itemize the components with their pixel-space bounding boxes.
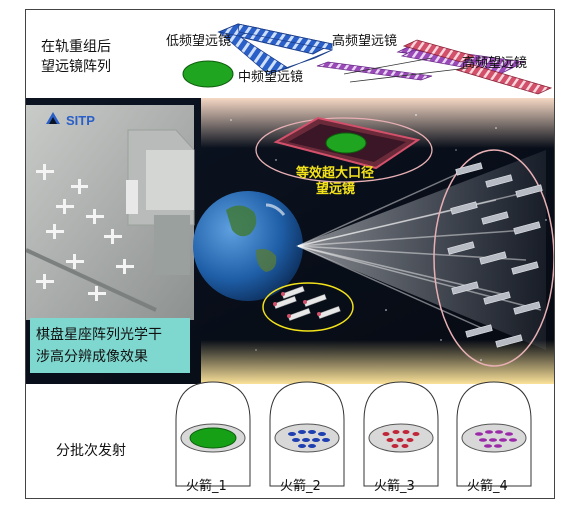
launch-payloads xyxy=(273,286,341,321)
light-beam xyxy=(296,150,546,350)
satellite-array-outline xyxy=(433,149,554,367)
high-freq-telescope-purple-lower xyxy=(316,61,433,81)
rocket-label-1: 火箭_1 xyxy=(186,479,227,494)
bottom-glow xyxy=(201,340,554,384)
payload-low-freq xyxy=(288,430,330,448)
launch-label: 分批次发射 xyxy=(56,443,126,459)
satellite-array xyxy=(447,162,543,348)
earth-landmass xyxy=(256,248,277,272)
checkerboard-imaging-result xyxy=(26,105,195,320)
payload-tips xyxy=(273,292,321,318)
diagram-frame: 在轨重组后 望远镜阵列 低频望远镜 高频望远镜 高频望远镜 中频望远镜 SITP… xyxy=(25,9,555,499)
connector-line xyxy=(343,57,433,75)
rocket-fairing-1 xyxy=(175,381,251,487)
high-freq-telescope-2 xyxy=(402,39,553,95)
high-freq-label-2: 高频望远镜 xyxy=(462,56,528,71)
payload-mid-freq xyxy=(189,427,237,449)
sitp-logo-text: SITP xyxy=(66,113,95,128)
low-freq-label: 低频望远镜 xyxy=(166,34,232,49)
mid-freq-telescope xyxy=(182,60,234,88)
mid-freq-label: 中频望远镜 xyxy=(238,70,304,85)
rocket-label-3: 火箭_3 xyxy=(374,479,415,494)
payload-high-freq-purple xyxy=(475,430,517,448)
diagram-art xyxy=(26,23,554,487)
earth-landmass xyxy=(226,205,257,237)
payload-high-freq-red xyxy=(382,430,420,448)
rocket-fairing-3 xyxy=(363,381,439,487)
equivalent-label-line2: 望远镜 xyxy=(316,182,356,197)
rocket-label-4: 火箭_4 xyxy=(467,479,508,494)
launch-payload-outline xyxy=(262,282,354,332)
rocket-label-2: 火箭_2 xyxy=(280,479,321,494)
rocket-fairing-4 xyxy=(456,381,532,487)
earth xyxy=(193,191,303,301)
equivalent-telescope-outline xyxy=(255,117,433,183)
rocket-fairing-2 xyxy=(269,381,345,487)
title-line1: 在轨重组后 xyxy=(41,39,111,55)
low-freq-telescope xyxy=(217,23,334,75)
title-line2: 望远镜阵列 xyxy=(41,59,111,75)
caption-line1: 棋盘星座阵列光学干 xyxy=(36,327,162,343)
caption-box xyxy=(30,318,190,373)
high-freq-label-1: 高频望远镜 xyxy=(332,34,398,49)
connector-line xyxy=(349,67,469,83)
caption-line2: 涉高分辨成像效果 xyxy=(36,349,148,365)
equivalent-telescope xyxy=(273,116,421,170)
equivalent-label-line1: 等效超大口径 xyxy=(296,166,375,181)
